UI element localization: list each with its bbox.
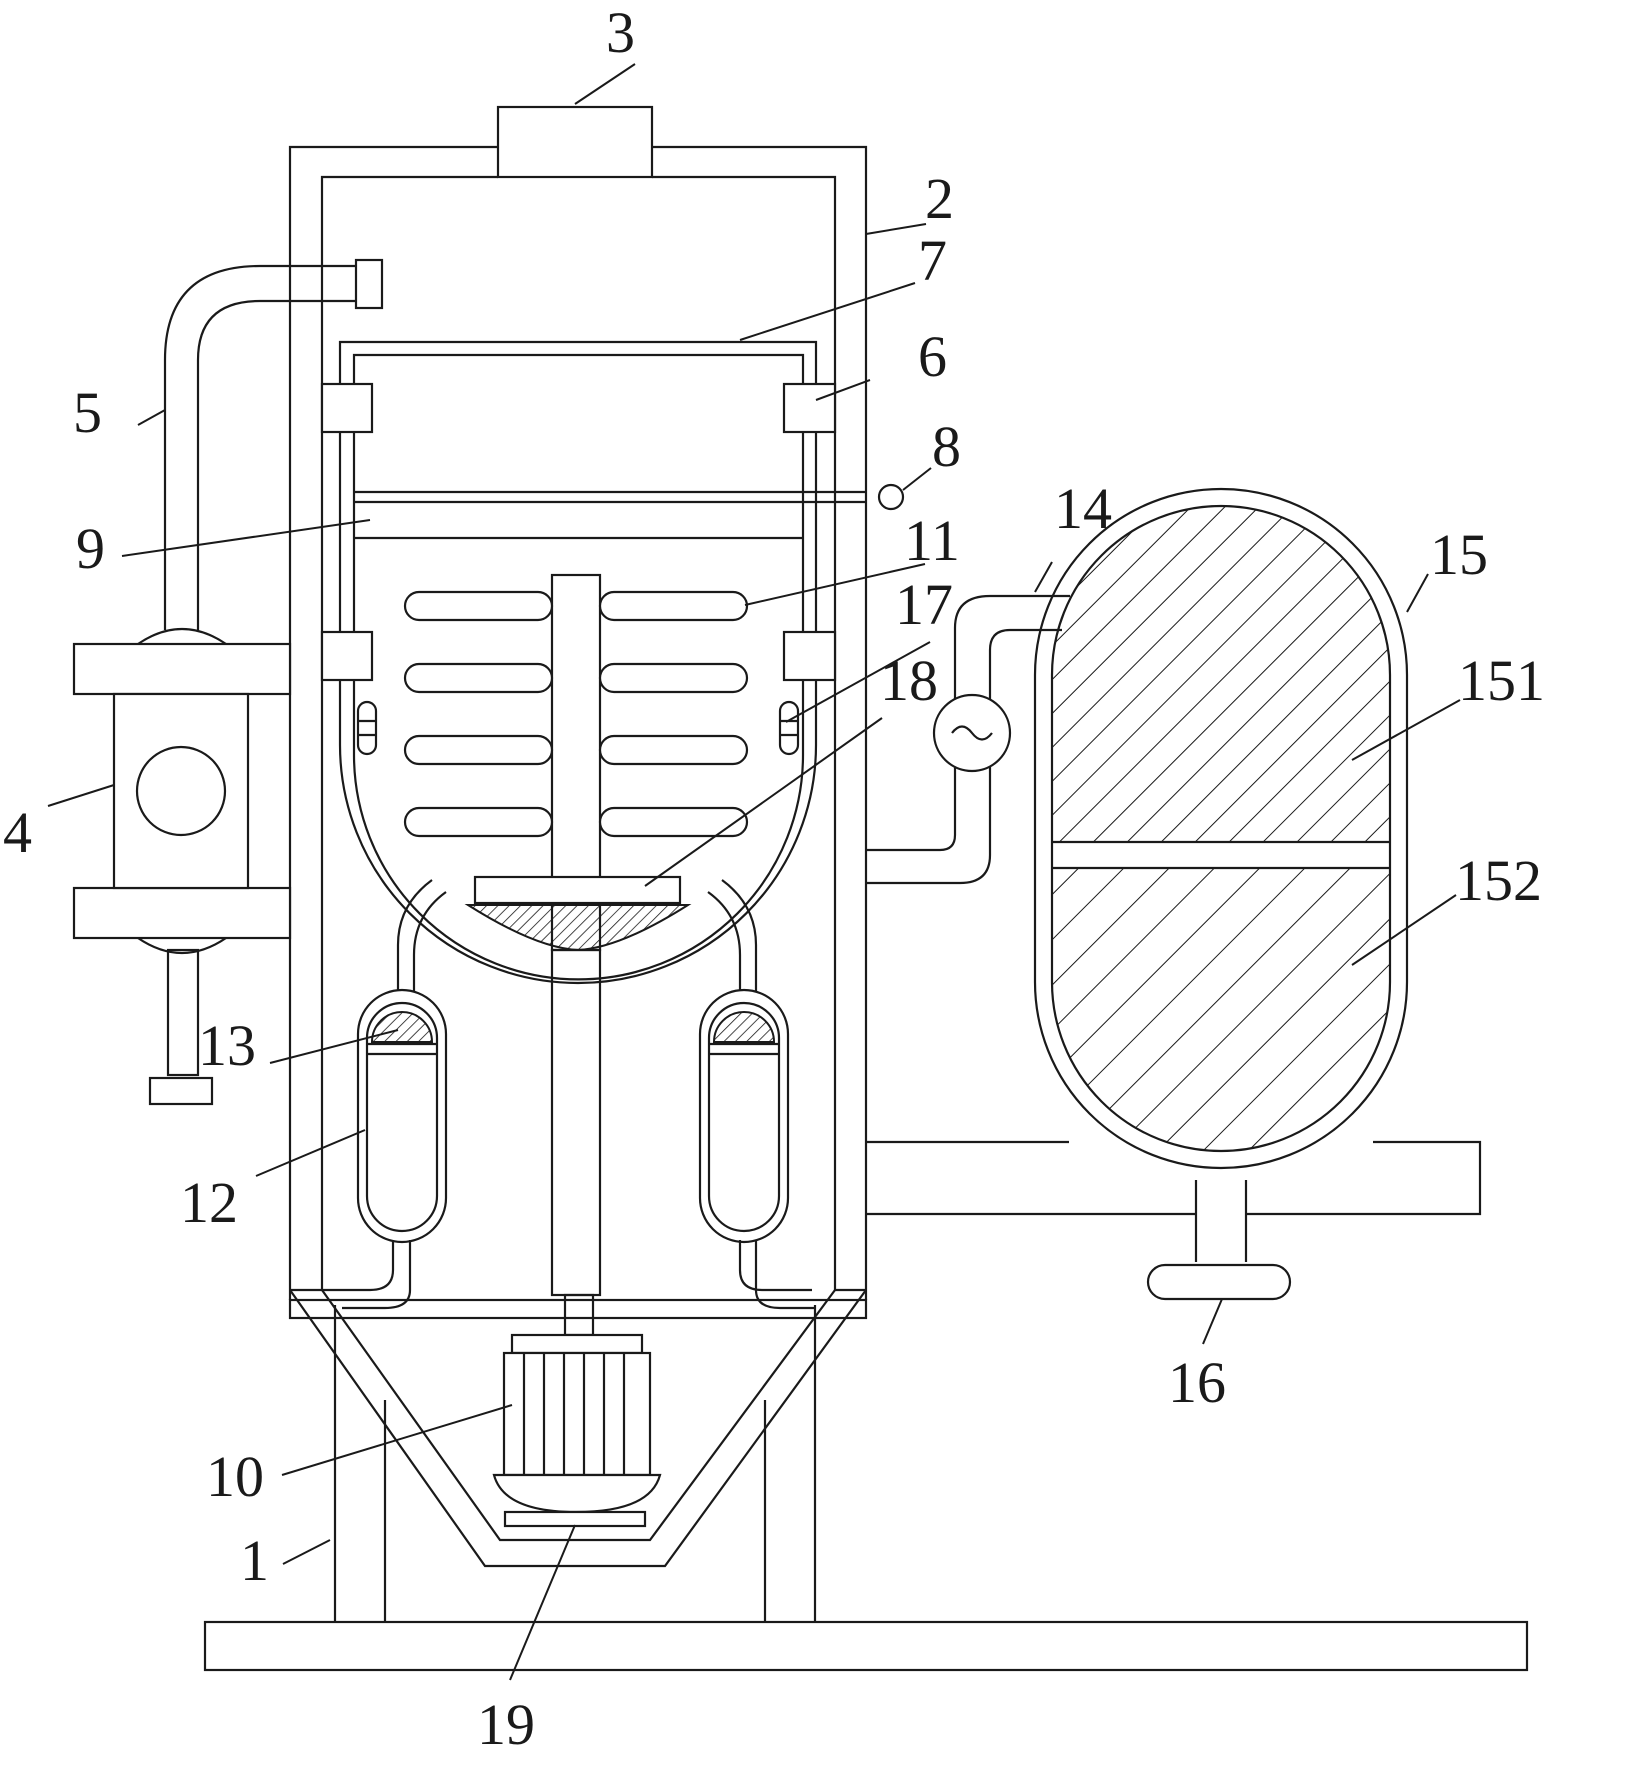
inner-drum [338, 340, 818, 985]
sensor-8 [877, 483, 905, 511]
top-inlet [496, 105, 654, 179]
tank-support [866, 1140, 1482, 1216]
label-8: 8 [932, 414, 961, 479]
leader-lines [47, 63, 1461, 1681]
side-chamber-left [322, 879, 448, 1310]
label-13: 13 [198, 1013, 256, 1078]
label-4: 4 [3, 800, 32, 865]
label-9: 9 [76, 516, 105, 581]
pump [72, 628, 292, 1106]
scraper-brush [464, 875, 692, 952]
label-7: 7 [918, 228, 947, 293]
label-6: 6 [918, 324, 947, 389]
label-151: 151 [1458, 648, 1545, 713]
label-2: 2 [925, 166, 954, 231]
label-17: 17 [895, 572, 953, 637]
drum-supports [320, 382, 837, 682]
label-16: 16 [1168, 1350, 1226, 1415]
side-windows [356, 700, 800, 756]
motor [492, 1333, 662, 1514]
label-14: 14 [1054, 476, 1112, 541]
label-5: 5 [73, 380, 102, 445]
motor-base [503, 1510, 647, 1528]
outer-housing [288, 145, 868, 1568]
label-12: 12 [180, 1170, 238, 1235]
drain-valve [1146, 1180, 1292, 1301]
support-legs [333, 1305, 817, 1622]
label-11: 11 [904, 508, 960, 573]
filter-plate [354, 490, 866, 540]
filter-tank [1033, 487, 1409, 1170]
return-pipe [163, 258, 384, 630]
stirrer [403, 573, 749, 1337]
label-18: 18 [880, 648, 938, 713]
label-3: 3 [606, 0, 635, 65]
side-chamber-right [698, 879, 815, 1310]
label-10: 10 [206, 1444, 264, 1509]
reference-numerals: 3 2 7 6 8 5 9 11 17 18 14 15 151 152 4 1… [3, 0, 1545, 1757]
label-152: 152 [1455, 848, 1542, 913]
label-1: 1 [240, 1528, 269, 1593]
label-15: 15 [1430, 522, 1488, 587]
label-19: 19 [477, 1692, 535, 1757]
outlet-pipe [866, 594, 1070, 885]
base-plate [203, 1620, 1529, 1672]
paddle-blades [403, 590, 749, 838]
